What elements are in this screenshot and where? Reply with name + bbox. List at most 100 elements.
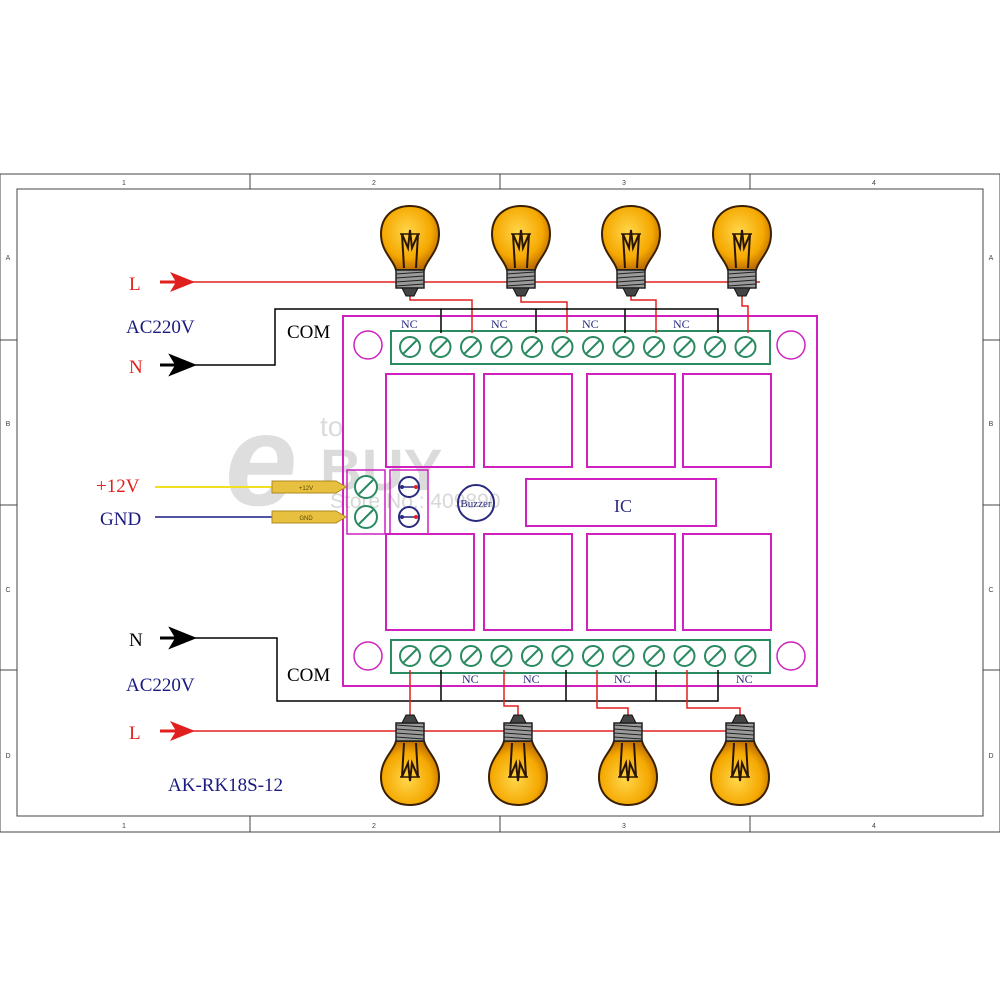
mounting-hole-top-left — [353, 330, 383, 360]
nc-label-top-4: NC — [673, 317, 690, 331]
arrow-l-top — [170, 272, 195, 292]
label-n-top: N — [129, 357, 143, 378]
arrow-n-bottom — [168, 626, 198, 650]
terminal-bottom-screw-6 — [551, 645, 574, 667]
mounting-hole-top-right — [776, 330, 806, 360]
col-label-bottom-3: 3 — [622, 823, 626, 830]
col-label-top-3: 3 — [622, 180, 626, 187]
terminal-top-screw-9 — [643, 336, 665, 358]
terminal-bottom-screw-7 — [582, 645, 604, 667]
row-label-left-d: D — [5, 753, 10, 760]
col-label-bottom-4: 4 — [872, 823, 876, 830]
ic-label: IC — [614, 496, 632, 516]
relays — [385, 373, 772, 631]
terminal-bottom-screw-3 — [460, 645, 482, 667]
nc-labels-top: NC NC NC NC — [401, 317, 690, 331]
buzzer: Buzzer — [457, 484, 495, 522]
terminal-top-screw-4 — [490, 336, 513, 358]
terminal-screws-bottom — [399, 645, 757, 667]
label-com-bottom: COM — [287, 665, 330, 686]
live-wire-top — [160, 272, 760, 292]
light-bulb-bottom-3 — [597, 714, 659, 807]
relay-2 — [483, 373, 573, 468]
terminal-top-screw-11 — [704, 336, 726, 358]
bulb-wiring-bottom — [409, 670, 741, 715]
watermark-brand-to: to — [320, 411, 343, 442]
relay-8 — [682, 533, 772, 631]
mounting-hole-bottom-right — [776, 641, 806, 671]
terminal-bottom-screw-10 — [673, 645, 696, 667]
nc-labels-bottom: NC NC NC NC — [462, 672, 753, 686]
terminal-bottom-screw-2 — [429, 645, 452, 667]
col-label-bottom-2: 2 — [372, 823, 376, 830]
arrow-l-bottom — [170, 721, 195, 741]
terminal-top-screw-1 — [399, 336, 421, 358]
dc-power-wiring: +12V GND — [155, 480, 347, 524]
terminal-strip-top — [390, 330, 771, 365]
buzzer-label: Buzzer — [460, 498, 491, 510]
row-label-right-c: C — [988, 587, 993, 594]
com-wiring-bottom — [160, 626, 719, 702]
light-bulb-top-4 — [711, 204, 773, 297]
col-label-top-2: 2 — [372, 180, 376, 187]
label-ac220v-top: AC220V — [126, 317, 195, 338]
nc-label-top-2: NC — [491, 317, 508, 331]
label-com-top: COM — [287, 322, 330, 343]
row-label-right-a: A — [989, 255, 994, 262]
nc-label-bottom-3: NC — [614, 672, 631, 686]
nc-label-top-1: NC — [401, 317, 418, 331]
terminal-strip-bottom — [390, 639, 771, 674]
terminal-top-screw-12 — [734, 336, 757, 358]
terminal-top-screw-10 — [673, 336, 696, 358]
watermark-brand-e: e — [225, 387, 297, 533]
side-labels: L AC220V N COM +12V GND N COM AC220V L A… — [96, 274, 330, 796]
com-wiring-top — [160, 308, 719, 377]
label-gnd: GND — [100, 509, 141, 530]
label-ac220v-bottom: AC220V — [126, 675, 195, 696]
light-bulb-top-1 — [379, 204, 441, 297]
row-label-left-b: B — [6, 421, 11, 428]
arrow-n-top — [168, 353, 198, 377]
terminal-top-screw-7 — [582, 336, 604, 358]
terminal-top-screw-5 — [521, 336, 543, 358]
nc-label-top-3: NC — [582, 317, 599, 331]
label-plus12v: +12V — [96, 476, 140, 497]
mounting-hole-bottom-left — [353, 641, 383, 671]
terminal-bottom-screw-11 — [704, 645, 726, 667]
light-bulb-bottom-4 — [709, 714, 771, 807]
light-bulb-bottom-2 — [487, 714, 549, 807]
terminal-bottom-screw-5 — [521, 645, 543, 667]
relay-4 — [682, 373, 772, 468]
bulb-wiring-top — [409, 296, 749, 333]
row-label-left-c: C — [5, 587, 10, 594]
relay-5 — [385, 533, 475, 631]
nc-label-bottom-2: NC — [523, 672, 540, 686]
row-label-right-b: B — [989, 421, 994, 428]
col-label-top-1: 1 — [122, 180, 126, 187]
tag-plus12v-text: +12V — [299, 486, 313, 492]
relay-3 — [586, 373, 676, 468]
model-number: AK-RK18S-12 — [168, 775, 283, 796]
bulbs-bottom — [379, 714, 771, 807]
light-bulb-top-3 — [600, 204, 662, 297]
tag-plus12v — [271, 480, 347, 494]
relay-board — [342, 315, 818, 687]
live-wire-bottom — [160, 721, 745, 741]
terminal-bottom-screw-12 — [734, 645, 757, 667]
bulbs-top — [379, 204, 773, 297]
row-label-right-d: D — [988, 753, 993, 760]
drawing-frame: 1 2 3 4 1 2 3 4 A B C D A B C D — [0, 173, 1000, 833]
terminal-bottom-screw-8 — [612, 645, 635, 667]
tag-gnd — [271, 510, 347, 524]
ic-chip: IC — [525, 478, 717, 527]
tag-gnd-text: GND — [299, 516, 313, 522]
terminal-top-screw-2 — [429, 336, 452, 358]
label-l-top: L — [129, 274, 141, 295]
label-n-bottom: N — [129, 630, 143, 651]
light-bulb-top-2 — [490, 204, 552, 297]
nc-label-bottom-4: NC — [736, 672, 753, 686]
terminal-screws-top — [399, 336, 757, 358]
row-label-left-a: A — [6, 255, 11, 262]
col-label-top-4: 4 — [872, 180, 876, 187]
col-label-bottom-1: 1 — [122, 823, 126, 830]
